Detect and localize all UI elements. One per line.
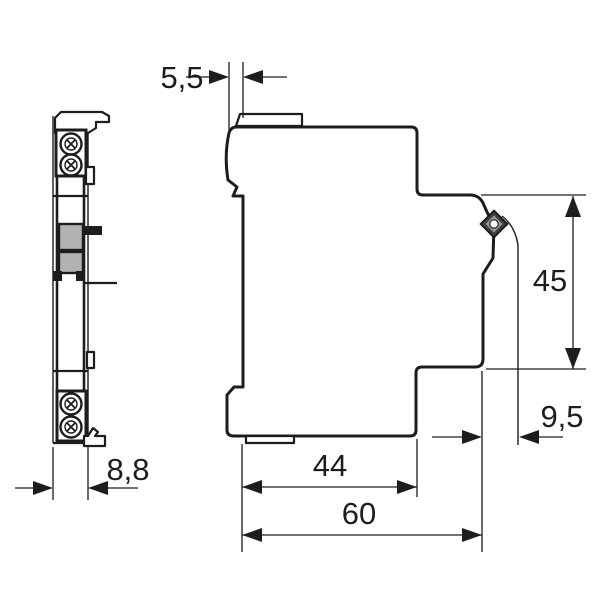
dimension-label-clip-depth: 5,5	[160, 60, 203, 95]
dimension-body-depth: 44	[241, 439, 418, 552]
side-terminal-screw-icon	[479, 209, 509, 239]
arrowhead	[88, 481, 108, 495]
dimension-rear-projection: 9,5	[432, 399, 584, 444]
arrowhead	[462, 430, 482, 444]
arrowhead	[397, 480, 417, 494]
arrowhead	[519, 430, 539, 444]
side-tab-upper	[84, 165, 96, 186]
side-view	[224, 112, 519, 445]
slider-block-upper	[57, 222, 85, 252]
dimension-label-module-width: 8,8	[106, 452, 149, 487]
terminal-screw-icon	[59, 415, 83, 439]
din-clip-top-tab	[234, 112, 304, 128]
side-view-outline	[224, 125, 496, 438]
dimension-label-total-depth: 60	[342, 496, 376, 531]
dimension-label-body-depth: 44	[313, 448, 347, 483]
arrowhead	[209, 70, 229, 84]
actuator-tab	[83, 226, 102, 235]
front-view	[52, 110, 117, 448]
arrowhead	[565, 196, 581, 217]
din-clip-bottom-tab	[244, 434, 296, 445]
arrowhead	[242, 480, 262, 494]
terminal-screw-icon	[59, 392, 83, 416]
arrowhead	[565, 348, 581, 369]
arrowhead	[462, 528, 482, 542]
arrowhead	[33, 481, 53, 495]
dimension-total-depth: 60	[242, 371, 483, 552]
latch-block-right	[76, 271, 85, 281]
latch-block-left	[53, 271, 62, 281]
dimension-label-rear-projection: 9,5	[540, 399, 583, 434]
dimension-front-height: 45	[481, 194, 586, 370]
dimension-module-width: 8,8	[15, 447, 150, 500]
slider-block-lower	[57, 250, 85, 275]
dimension-label-front-height: 45	[533, 263, 567, 298]
top-cap-hook	[53, 110, 111, 135]
terminal-funnel-arc	[501, 215, 519, 445]
dimension-clip-depth: 5,5	[160, 60, 287, 133]
bottom-release-hook	[82, 426, 107, 448]
arrowhead	[242, 528, 262, 542]
terminal-screw-icon	[59, 153, 83, 177]
terminal-screw-icon	[59, 132, 83, 156]
dimensions: 5,5 8,8 44 60	[15, 60, 586, 552]
arrowhead	[243, 70, 263, 84]
side-tab-lower	[85, 350, 96, 370]
